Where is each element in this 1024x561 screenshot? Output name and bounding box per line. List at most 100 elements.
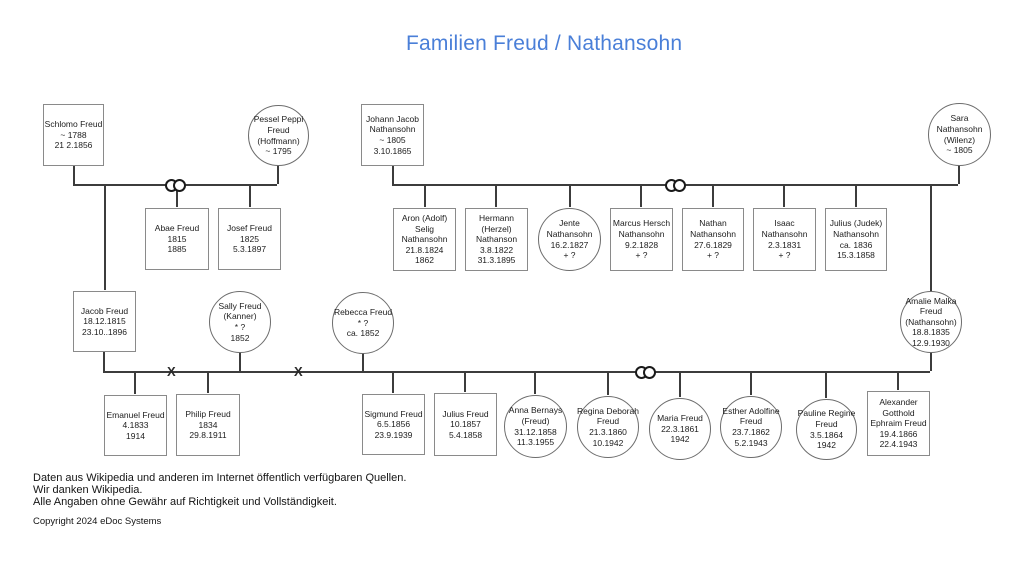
person-node-text: 1942 [670,434,690,445]
connector-line [958,165,960,184]
person-node-text: Pessel Peppi [253,114,304,125]
person-node-text: 1834 [198,419,218,430]
disclaimer-line: Wir danken Wikipedia. [33,483,143,496]
connector-line [277,165,279,184]
person-node-text: 15.3.1858 [837,250,875,261]
person-node-text: Nathan [699,218,727,229]
person-node-text: * ? [357,317,369,328]
connector-line [103,351,105,371]
copyright-text: Copyright 2024 eDoc Systems [33,516,162,527]
person-node-text: 5.2.1943 [734,437,768,448]
connector-line [897,371,899,390]
person-node-text: ca. 1836 [839,239,873,250]
person-node-text: (Hoffmann) [257,135,300,146]
connector-line [534,371,536,394]
person-node-text: Freud [815,418,838,429]
connector-line [103,371,930,373]
person-node-text: Hermann [479,213,514,224]
person-node-text: Gotthold [882,407,915,418]
person-node-text: Freud [919,306,943,317]
person-node-text: 1885 [167,244,187,255]
person-node-text: 11.3.1955 [516,437,555,448]
person-node-text: + ? [778,250,791,261]
person-node-text: 12.9.1930 [912,337,950,348]
person-node-text: Nathansohn [546,228,593,239]
connector-line [239,352,241,371]
person-node-text: Alexander [879,397,918,408]
person-node-text: 23.9.1939 [374,429,413,440]
person-node-text: Maria Freud [657,413,703,424]
person-node-text: 1942 [817,440,836,451]
person-node-text: 1852 [230,332,250,343]
person-node-text: Sigmund Freud [364,408,423,419]
person-node-text: Nathansohn [761,228,808,239]
connector-line [464,371,466,392]
connector-line [783,184,785,207]
person-node-text: Anna Bernays [508,405,563,416]
person-node-sally-freud: Sally Freud(Kanner)* ?1852 [209,291,271,353]
person-node-text: 5.4.1858 [448,429,483,440]
person-node-text: ~ 1795 [265,146,292,157]
person-node-text: 19.4.1866 [879,428,918,439]
person-node-text: 31.3.1895 [477,255,516,266]
person-node-text: 1914 [126,430,145,441]
person-node-text: 1862 [415,255,434,266]
person-node-text: Freud [596,416,620,427]
person-node-text: 9.2.1828 [624,239,659,250]
person-node-text: Nathansohn [936,123,983,134]
connector-line [930,352,932,371]
person-node-text: Marcus Hersch [612,218,671,229]
person-node-text: Nathansohn [401,234,448,245]
connector-line [249,184,251,207]
person-node-text: Jacob Freud [80,305,129,316]
connector-line [569,184,571,207]
connector-line [207,371,209,393]
person-node-text: Johann Jacob [366,113,419,124]
person-node-text: 3.10.1865 [373,145,412,156]
person-node-text: 31.12.1858 [514,426,557,437]
person-node-text: Amalie Malka [905,295,957,306]
connector-line [392,371,394,393]
page-title: Familien Freud / Nathansohn [406,32,683,55]
person-node-text: Nathansohn [369,124,416,135]
person-node-text: Isaac [774,218,795,229]
person-node-text: (Wilenz) [943,134,976,145]
person-node-text: + ? [635,250,648,261]
person-node-text: 22.3.1861 [661,423,699,434]
person-node-text: (Nathansohn) [905,316,957,327]
person-node-text: Josef Freud [227,223,272,234]
person-node-text: Emanuel Freud [106,409,165,420]
connector-line [712,184,714,207]
person-node-text: 5.3.1897 [232,244,267,255]
person-node-text: 29.8.1911 [189,430,227,441]
person-node-text: 10.1942 [592,437,624,448]
connector-line [424,184,426,207]
person-node-text: 23.7.1862 [732,427,770,437]
person-node-text: (Kanner) [223,311,257,322]
person-node-text: Nathansohn [618,228,665,239]
person-node-text: Julius (Judek) [829,218,883,229]
connector-line [607,371,609,395]
person-node-text: Philip Freud [185,409,231,420]
person-node-text: ca. 1852 [346,328,380,339]
marriage-rings-icon [165,179,189,192]
person-node-text: 22.4.1943 [879,439,918,450]
connector-line [392,165,394,184]
connector-line [495,184,497,207]
person-node-text: Freud [739,416,763,427]
person-node-text: Esther Adolfine [722,405,780,416]
